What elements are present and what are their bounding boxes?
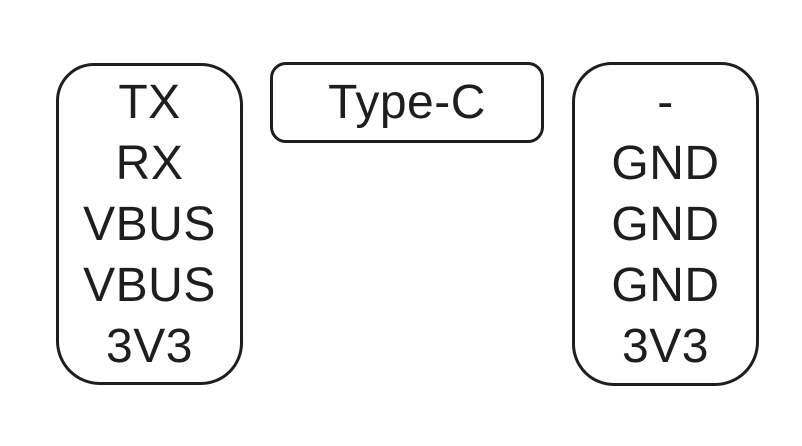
pin-label: VBUS [83,258,216,312]
pin-label: TX [118,75,181,129]
pin-label: VBUS [83,197,216,251]
pin-label: GND [611,136,720,190]
left-connector-box: TX RX VBUS VBUS 3V3 [56,63,243,385]
pin-label: 3V3 [106,319,193,373]
type-c-label-box: Type-C [270,62,544,143]
pin-label: GND [611,258,720,312]
pin-label: - [657,75,674,129]
pin-label: 3V3 [622,319,709,373]
pin-label: RX [115,136,184,190]
type-c-label: Type-C [328,76,486,129]
right-connector-box: - GND GND GND 3V3 [572,62,759,386]
pin-label: GND [611,197,720,251]
